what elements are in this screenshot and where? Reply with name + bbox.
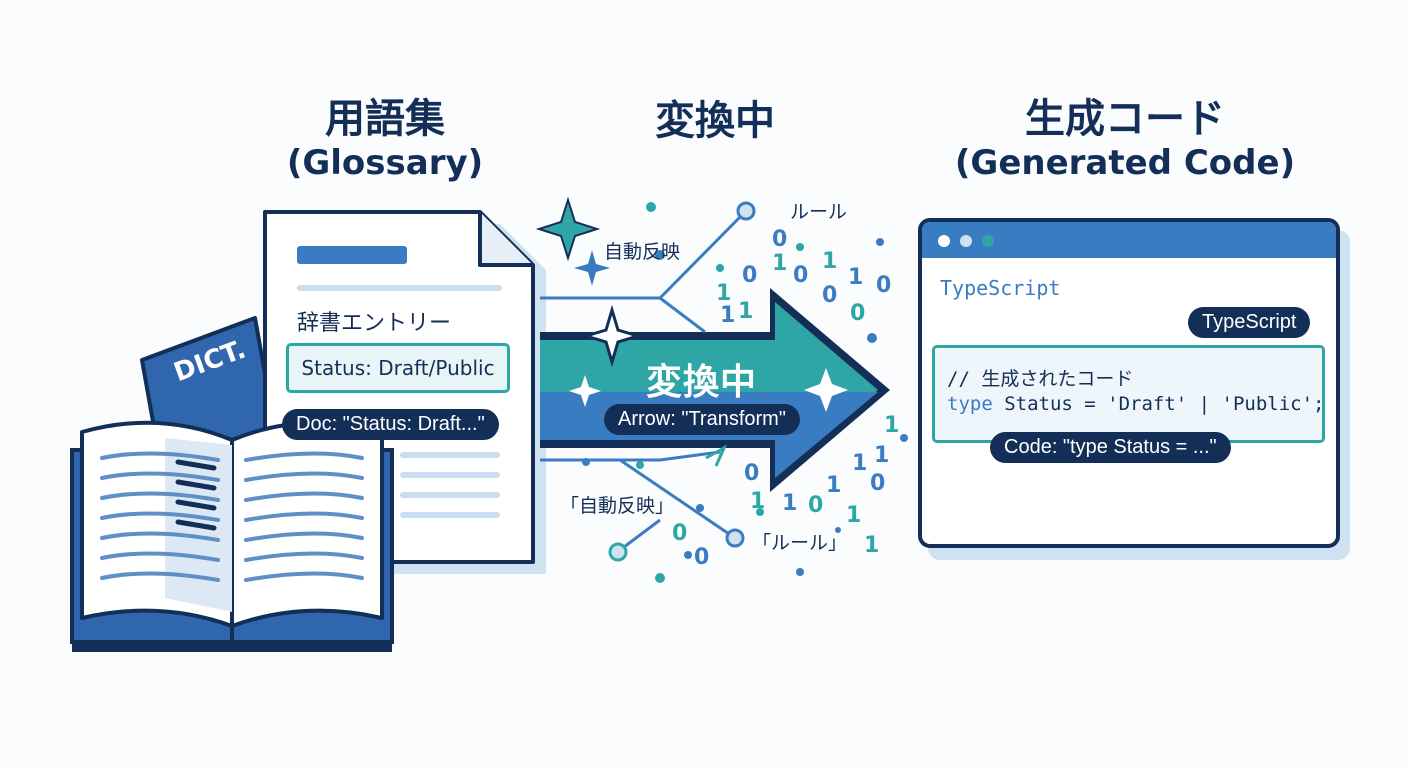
svg-text:1: 1 (738, 299, 753, 324)
svg-text:0: 0 (793, 263, 808, 288)
svg-text:0: 0 (822, 283, 837, 308)
auto-reflect-label-bottom: 「自動反映」 (560, 495, 675, 517)
decorative-dots (582, 202, 908, 583)
svg-text:1: 1 (822, 249, 837, 274)
code-comment-line: // 生成されたコード (947, 368, 1134, 390)
code-pill: Code: "type Status = ..." (990, 432, 1231, 463)
connector-lines (540, 210, 747, 552)
binary-digits: 0 1 0 0 1 1 1 0 1 1 0 0 1 1 1 0 1 0 1 1 … (672, 227, 899, 570)
svg-text:0: 0 (850, 301, 865, 326)
svg-text:1: 1 (848, 265, 863, 290)
transform-title-jp: 変換中 (655, 98, 775, 144)
svg-text:1: 1 (852, 451, 867, 476)
svg-text:1: 1 (772, 251, 787, 276)
svg-text:0: 0 (744, 461, 759, 486)
transform-title: 変換中 (590, 98, 840, 145)
status-field-box: Status: Draft/Public (286, 343, 510, 393)
window-dot-icon (982, 235, 994, 247)
rule-label-bottom: 「ルール」 (752, 532, 848, 554)
rule-label-top: ルール (790, 201, 848, 223)
svg-text:0: 0 (870, 471, 885, 496)
code-snippet-box: // 生成されたコード type Status = 'Draft' | 'Pub… (932, 345, 1325, 443)
window-dot-icon (938, 235, 950, 247)
language-badge: TypeScript (1188, 307, 1311, 338)
svg-text:1: 1 (782, 491, 797, 516)
code-window-titlebar (922, 222, 1336, 258)
svg-text:1: 1 (750, 489, 765, 514)
doc-pill: Doc: "Status: Draft..." (282, 409, 499, 440)
svg-text:1: 1 (716, 281, 731, 306)
svg-text:1: 1 (720, 303, 735, 328)
generated-code-title-en: (Generated Code) (954, 143, 1296, 184)
auto-reflect-label-top: 自動反映 (604, 241, 681, 263)
language-label: TypeScript (940, 276, 1061, 300)
svg-text:0: 0 (876, 273, 891, 298)
glossary-title-jp: 用語集 (325, 96, 445, 142)
dictionary-entry-heading: 辞書エントリー (297, 311, 452, 336)
arrow-pill: Arrow: "Transform" (604, 404, 800, 435)
svg-text:0: 0 (808, 493, 823, 518)
code-keyword: type (947, 393, 993, 415)
glossary-title: 用語集 (Glossary) (230, 96, 540, 183)
status-text: Status: Draft/Public (301, 356, 495, 380)
generated-code-title: 生成コード (Generated Code) (940, 96, 1310, 183)
open-book-icon (70, 420, 394, 652)
connector-nodes (608, 201, 756, 562)
sparkle-icon (535, 196, 848, 412)
svg-text:1: 1 (864, 533, 879, 558)
svg-text:0: 0 (772, 227, 787, 252)
svg-text:0: 0 (694, 545, 709, 570)
code-type-rest: Status = 'Draft' | 'Public'; (992, 393, 1325, 415)
arrow-transform-text: 変換中 (646, 362, 758, 403)
svg-text:1: 1 (826, 473, 841, 498)
glossary-title-en: (Glossary) (286, 143, 484, 184)
code-type-line: type Status = 'Draft' | 'Public'; (947, 393, 1325, 415)
svg-text:1: 1 (884, 413, 899, 438)
generated-code-title-jp: 生成コード (1025, 96, 1225, 142)
svg-text:1: 1 (874, 443, 889, 468)
window-dot-icon (960, 235, 972, 247)
svg-text:0: 0 (742, 263, 757, 288)
svg-text:1: 1 (846, 503, 861, 528)
svg-text:0: 0 (672, 521, 687, 546)
